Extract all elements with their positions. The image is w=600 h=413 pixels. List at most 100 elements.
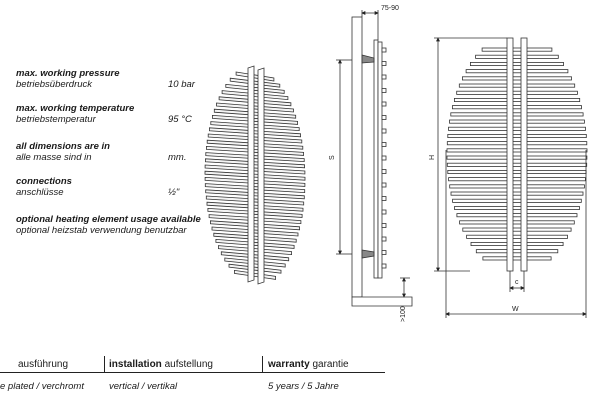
front-tube-right <box>520 37 528 272</box>
h-label: H <box>429 155 436 160</box>
perspective-bar <box>207 207 303 218</box>
separator-1 <box>104 356 105 372</box>
side-fin <box>381 88 387 93</box>
spec-temperature-value: 95 °C <box>168 114 192 125</box>
front-bar <box>448 126 586 131</box>
front-bar <box>475 249 559 254</box>
perspective-bar <box>205 152 305 163</box>
perspective-bar <box>213 108 297 119</box>
front-bar <box>458 83 576 88</box>
warranty-heading: warranty garantie <box>268 359 349 370</box>
bracket-top <box>361 54 375 64</box>
front-bar <box>449 184 585 189</box>
spec-heating-label: optional heating element usage available <box>16 214 201 225</box>
table-rule <box>0 372 385 373</box>
front-bar <box>446 141 588 146</box>
perspective-bar <box>208 214 302 225</box>
side-tube-2 <box>377 41 383 279</box>
side-fin <box>381 101 387 107</box>
front-bar <box>454 205 580 210</box>
spec-pressure-value: 10 bar <box>168 79 195 90</box>
side-fin <box>381 155 387 161</box>
front-bar <box>481 47 553 52</box>
offset-label: 75-90 <box>381 5 399 12</box>
perspective-bar <box>216 102 294 113</box>
side-fin <box>381 182 387 188</box>
separator-2 <box>262 356 263 372</box>
side-fin <box>381 74 387 80</box>
perspective-bar <box>218 245 292 256</box>
perspective-tube-left <box>247 65 255 283</box>
spec-heating-label-de: optional heizstab verwendung benutzbar <box>16 225 187 236</box>
floor <box>351 296 413 307</box>
perspective-bar <box>225 83 285 94</box>
side-fin <box>381 223 387 228</box>
side-fin <box>381 169 387 174</box>
front-bar <box>462 227 572 232</box>
side-fin <box>381 263 387 269</box>
warranty-value: 5 years / 5 Jahre <box>268 381 339 392</box>
front-tube-left <box>506 37 514 272</box>
side-fin <box>381 250 387 255</box>
perspective-bar <box>209 127 301 138</box>
front-view <box>434 37 588 318</box>
front-bar <box>456 90 578 95</box>
spec-temperature-label: max. working temperature <box>16 103 135 114</box>
spec-dimensions-label: all dimensions are in <box>16 141 110 152</box>
side-fin <box>381 236 387 242</box>
front-bar <box>447 133 587 138</box>
spec-connections-label-de: anschlüsse <box>16 187 64 198</box>
front-bar <box>461 76 572 81</box>
spec-dimensions-label-de: alle masse sind in <box>16 152 92 163</box>
spec-heating-element: optional heating element usage available… <box>16 214 201 236</box>
side-fin <box>381 209 387 215</box>
side-fin <box>381 142 387 147</box>
perspective-bar <box>220 251 290 262</box>
wall <box>351 16 363 298</box>
perspective-bar <box>212 114 298 125</box>
perspective-bar <box>204 170 306 181</box>
front-bar <box>446 162 588 167</box>
side-view <box>336 10 413 307</box>
perspective-bar <box>204 183 306 194</box>
perspective-bar <box>206 139 304 150</box>
front-bar <box>449 119 585 124</box>
spec-pressure-label: max. working pressure <box>16 68 120 79</box>
front-bar <box>469 62 564 67</box>
front-bar <box>470 241 564 246</box>
front-bar <box>451 105 582 110</box>
finish-value: e plated / verchromt <box>0 381 84 392</box>
finish-heading: ausführung <box>18 359 69 370</box>
spec-connections-value: ½" <box>168 187 180 198</box>
front-bars <box>446 47 588 261</box>
perspective-bar <box>221 90 289 101</box>
c-label: c <box>515 279 519 286</box>
perspective-bar <box>205 158 305 169</box>
front-bar <box>456 213 578 218</box>
front-bar <box>482 256 552 261</box>
front-bar <box>475 54 559 59</box>
spec-temperature: max. working temperature betriebstempera… <box>16 103 192 125</box>
perspective-tube-right <box>257 67 265 285</box>
side-fin <box>381 61 387 66</box>
perspective-bar <box>211 226 299 237</box>
front-bar <box>446 155 588 160</box>
perspective-bar <box>204 164 306 175</box>
side-fin <box>381 47 387 53</box>
side-fins <box>381 47 387 269</box>
side-tube <box>373 39 379 279</box>
perspective-bar <box>213 232 297 243</box>
front-bar <box>448 177 586 182</box>
spec-dimensions-value: mm. <box>168 152 187 163</box>
spec-connections-label: connections <box>16 176 72 187</box>
spec-pressure-label-de: betriebsüberdruck <box>16 79 93 90</box>
w-label: W <box>512 306 519 313</box>
spec-dimensions: all dimensions are in alle masse sind in… <box>16 141 186 163</box>
front-bar <box>466 234 568 239</box>
floor-label: >100 <box>400 306 407 322</box>
perspective-bar <box>206 145 304 156</box>
s-label: S <box>329 155 336 160</box>
front-bar <box>446 148 588 153</box>
front-bar <box>450 191 584 196</box>
